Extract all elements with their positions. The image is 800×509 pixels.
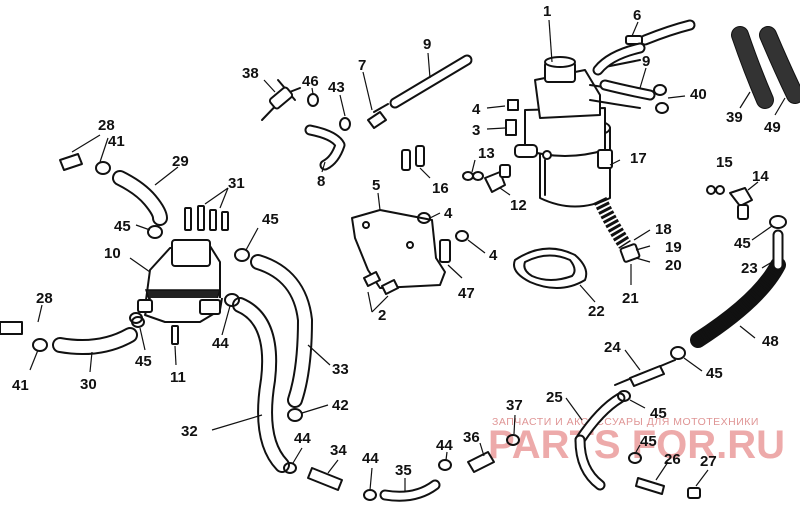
callout-45-hose48: 45 [706,365,723,382]
callout-13: 13 [478,145,495,162]
callout-41-upper: 41 [108,133,125,150]
hose-33 [234,227,331,408]
fuel-filter-assembly [514,19,646,208]
fuel-pump-10 [129,239,223,323]
callout-20: 20 [665,257,682,274]
long-hose-32 [211,293,290,473]
callout-1: 1 [543,3,551,20]
elbow-fitting-12-13 [462,159,511,196]
callout-28-lower: 28 [36,290,53,307]
callout-45-pump-left: 45 [114,218,131,235]
clips-16 [401,145,431,179]
clamp-45-pump [129,312,143,324]
callout-45-lower-right: 45 [640,433,657,450]
callout-5: 5 [372,177,380,194]
braided-sleeves [731,26,800,116]
callout-4-bracket: 4 [444,205,453,222]
callout-44-right: 44 [436,437,453,454]
upper-left-fitting-hose [59,134,179,239]
clamp-40 [653,84,686,114]
tee-fitting-group [261,71,389,173]
callout-44-bottom: 44 [362,450,379,467]
watermark-logo: PARTS FOR.RU [488,423,785,467]
callout-36: 36 [463,429,480,446]
clamp-42 [287,404,329,422]
screw-washer-3-4 [486,99,519,136]
watermark-tagline: ЗАПЧАСТИ И АКСЕССУАРЫ ДЛЯ МОТОТЕХНИКИ [492,416,759,428]
inline-filter-24 [614,349,676,387]
mounting-bracket-5 [351,192,486,313]
callout-38: 38 [242,65,259,82]
callout-4-right: 4 [489,247,498,264]
elbow-fitting-14-15 [706,181,759,220]
right-lower-fittings [467,390,709,499]
callout-23: 23 [741,260,758,277]
callout-9-top: 9 [423,36,431,53]
straight-hose-9 [389,52,473,109]
callout-11: 11 [170,369,186,386]
callout-24: 24 [604,339,621,356]
callout-45-lower-left: 45 [135,353,152,370]
callout-28-upper: 28 [98,117,115,134]
callout-30: 30 [80,376,97,393]
screws-31 [184,187,229,231]
callout-31: 31 [228,175,245,192]
callout-labels: 1 2 3 4 4 4 5 6 7 8 9 9 10 11 12 13 14 1… [12,3,781,479]
callout-3: 3 [472,122,480,139]
callout-43: 43 [328,79,345,96]
watermark: PARTS FOR.RU ЗАПЧАСТИ И АКСЕССУАРЫ ДЛЯ М… [488,416,785,467]
callout-41-lower: 41 [12,377,29,394]
callout-21: 21 [622,290,639,307]
part-drawings [0,19,800,502]
callout-33: 33 [332,361,349,378]
callout-4-upper: 4 [472,101,481,118]
callout-45-hose: 45 [262,211,279,228]
callout-49: 49 [764,119,781,136]
callout-44-pump: 44 [212,335,229,352]
callout-15: 15 [716,154,733,171]
callout-35: 35 [395,462,412,479]
callout-18: 18 [655,221,672,238]
callout-37: 37 [506,397,523,414]
callout-32: 32 [181,423,198,440]
callout-12: 12 [510,197,527,214]
callout-29: 29 [172,153,189,170]
callout-16: 16 [432,180,449,197]
callout-34: 34 [330,442,347,459]
callout-2: 2 [378,307,386,324]
callout-25: 25 [546,389,563,406]
callout-17: 17 [630,150,647,167]
callout-44-lower: 44 [294,430,311,447]
screw-11 [171,325,179,366]
callout-42: 42 [332,397,349,414]
callout-27: 27 [700,453,717,470]
callout-40: 40 [690,86,707,103]
corrugated-hose-48 [670,215,787,372]
corrugated-tube-21 [593,159,651,285]
callout-7: 7 [358,57,366,74]
callout-9-filter: 9 [642,53,650,70]
callout-48: 48 [762,333,779,350]
callout-26: 26 [664,451,681,468]
callout-45-right: 45 [734,235,751,252]
callout-46: 46 [302,73,319,90]
callout-19: 19 [665,239,682,256]
callout-10: 10 [104,245,121,262]
callout-39: 39 [726,109,743,126]
callout-47: 47 [458,285,475,302]
callout-22: 22 [588,303,605,320]
callout-14: 14 [752,168,769,185]
callout-45-fitting: 45 [650,405,667,422]
callout-6: 6 [633,7,641,24]
lower-left-fitting-hose [0,304,146,373]
callout-8: 8 [317,173,325,190]
filter-outlet-hoses [592,19,696,101]
gasket-22 [513,247,596,303]
lower-hoses [283,447,452,502]
